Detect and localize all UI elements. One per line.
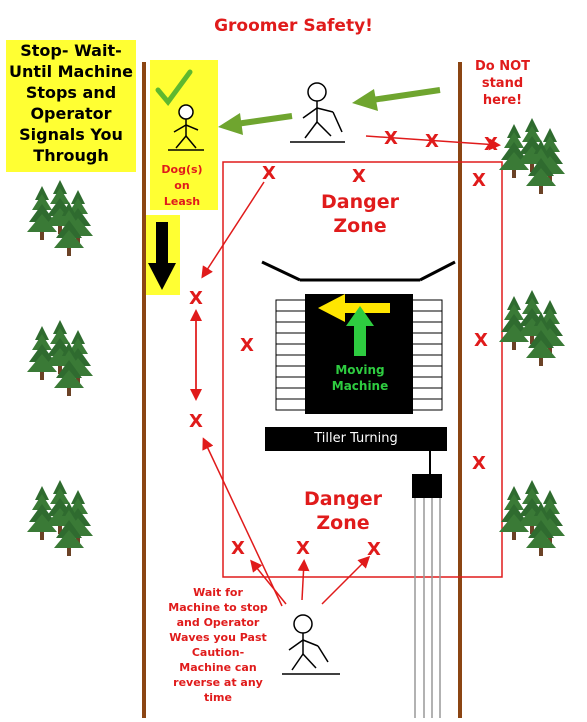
x-mark: X <box>472 453 486 474</box>
tiller-label: Tiller Turning <box>265 427 447 451</box>
x-mark: X <box>240 335 254 356</box>
x-mark: X <box>384 128 398 149</box>
x-mark: X <box>474 330 488 351</box>
page-title: Groomer Safety! <box>214 16 373 36</box>
x-mark: X <box>472 170 486 191</box>
x-mark: X <box>367 539 381 560</box>
tree-icon <box>499 118 565 194</box>
path-arrow <box>297 559 310 601</box>
path-arrow <box>321 555 371 605</box>
danger-zone-top-label: Danger Zone <box>321 191 399 237</box>
tree-icon <box>499 480 565 556</box>
down-arrow-icon <box>148 222 176 290</box>
green-arrow-icon <box>218 113 293 135</box>
skier-icon <box>282 614 340 675</box>
tiller-bar-end <box>412 474 442 498</box>
do-not-stand-label: Do NOT stand here! <box>474 59 531 108</box>
trail-edge-left <box>142 62 146 718</box>
green-arrow-icon <box>352 87 441 111</box>
machine-arrow-icon <box>318 294 390 322</box>
path-arrow <box>201 181 265 279</box>
x-mark: X <box>425 131 439 152</box>
tree-icon <box>27 180 93 256</box>
machine-arrow-icon <box>346 306 374 356</box>
dog-label: Dog(s) on Leash <box>161 163 203 208</box>
x-mark: X <box>231 538 245 559</box>
x-mark: X <box>296 538 310 559</box>
tree-icon <box>27 480 93 556</box>
x-mark: X <box>262 163 276 184</box>
x-mark: X <box>484 134 498 155</box>
skier-icon <box>168 104 204 151</box>
moving-machine-label: Moving Machine <box>331 363 389 393</box>
x-mark: X <box>189 288 203 309</box>
danger-zone-bottom-label: Danger Zone <box>304 488 382 534</box>
wait-instructions: Wait for Machine to stop and Operator Wa… <box>168 586 268 704</box>
tree-icon <box>27 320 93 396</box>
path-arrow <box>202 437 283 607</box>
path-arrow <box>365 135 501 151</box>
tree-icon <box>499 290 565 366</box>
checkmark-icon <box>155 69 193 107</box>
x-mark: X <box>352 166 366 187</box>
dog-box <box>150 60 218 210</box>
x-mark: X <box>189 411 203 432</box>
danger-zone-box <box>222 161 503 578</box>
trail-edge-right <box>458 62 462 718</box>
path-arrow <box>250 559 287 605</box>
stop-wait-box: Stop- Wait- Until Machine Stops and Oper… <box>6 40 136 172</box>
skier-icon <box>290 82 345 143</box>
